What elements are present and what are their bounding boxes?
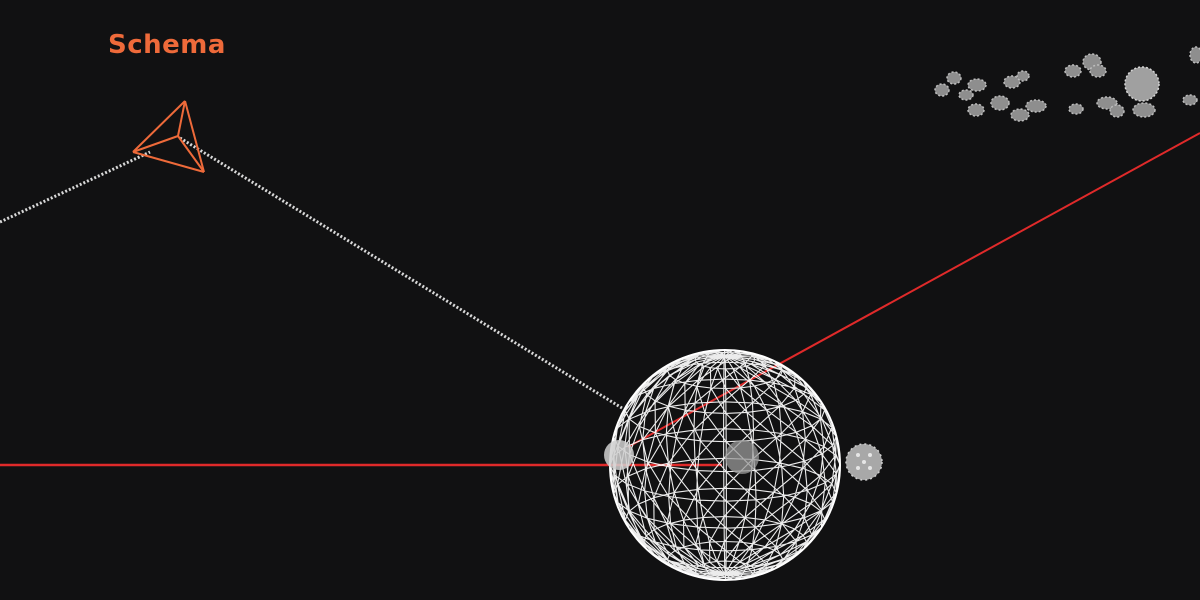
beam-layer (0, 132, 1200, 467)
moon-dot (856, 453, 860, 457)
debris-fragment (1189, 46, 1200, 64)
debris-fragment (1068, 103, 1084, 115)
debris-fragment (1016, 70, 1030, 82)
beam-diagonal (627, 132, 1200, 448)
pyramid-edge (132, 151, 205, 173)
trajectory-left (0, 150, 151, 224)
moon-dot (868, 453, 872, 457)
pyramid-edge (132, 100, 186, 153)
debris-fragment (1089, 64, 1107, 78)
debris-fragment (1010, 108, 1030, 122)
debris-cluster-icon[interactable] (934, 46, 1200, 122)
debris-fragment (1064, 64, 1082, 78)
moon-dot (868, 466, 872, 470)
pyramid-wireframe-icon[interactable] (132, 100, 205, 173)
debris-fragment (990, 95, 1010, 111)
debris-fragment (1132, 102, 1156, 118)
debris-fragment (934, 83, 950, 97)
app-logo[interactable]: Schema (108, 30, 226, 60)
moon-dot (862, 460, 866, 464)
debris-fragment (1003, 75, 1021, 89)
trajectory-layer (0, 136, 623, 410)
debris-fragment (967, 103, 985, 117)
pyramid-edge (132, 135, 179, 153)
debris-fragment (958, 89, 974, 101)
debris-fragment (1025, 99, 1047, 113)
pyramid-edge (184, 100, 205, 173)
moon-rim (845, 443, 883, 481)
moon-dot (856, 466, 860, 470)
wireframe-sphere-icon[interactable] (604, 349, 841, 581)
debris-large-fragment (1124, 66, 1160, 102)
debris-fragment (1182, 94, 1198, 106)
debris-fragment (967, 78, 987, 92)
debris-fragment (1109, 104, 1125, 118)
pyramid-edge (177, 100, 186, 137)
debris-fragment (946, 71, 962, 85)
trajectory-main (179, 136, 623, 410)
small-moon-icon[interactable] (845, 443, 883, 481)
sphere-emitter (604, 440, 634, 470)
pyramid-edge (177, 135, 205, 173)
sphere-core (725, 440, 759, 474)
